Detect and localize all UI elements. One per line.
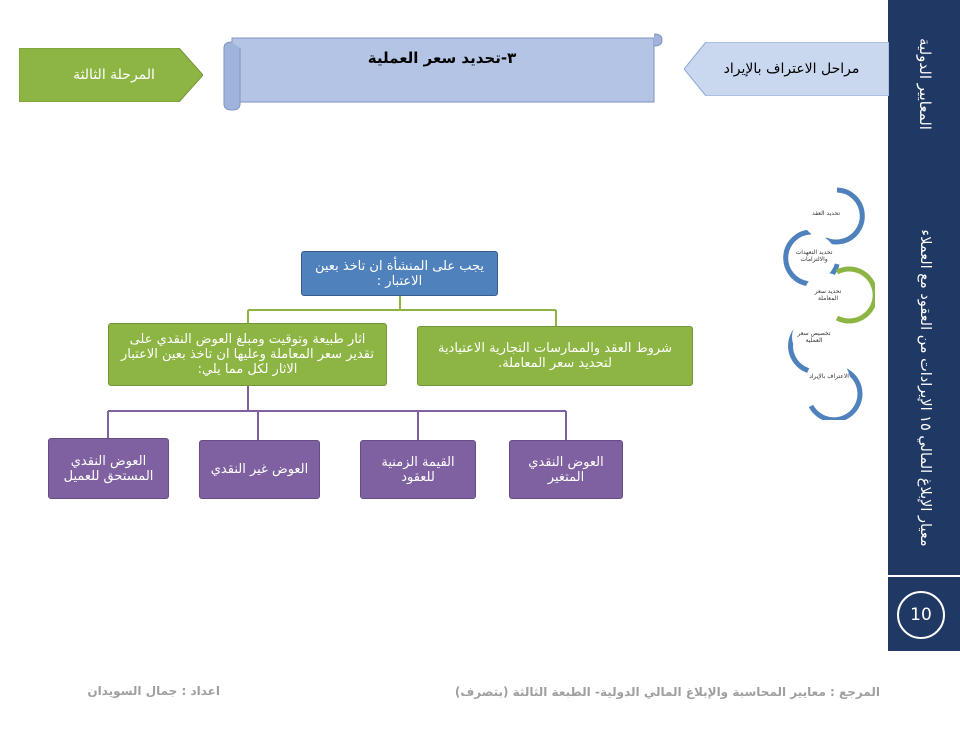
- section-label: مراحل الاعتراف بالإيراد: [723, 61, 860, 77]
- footer-reference: المرجع : معايير المحاسبة والإبلاغ المالي…: [454, 685, 880, 699]
- recognition-cycle: [783, 187, 875, 420]
- step-title: ٣-تحديد سعر العملية: [367, 49, 517, 67]
- sidebar-panel: [888, 0, 960, 575]
- variable-consideration-node: العوض النقدي المتغير: [509, 440, 623, 499]
- footer-prepared-by: اعداد : جمال السويدان: [87, 684, 220, 698]
- section-tag: مراحل الاعتراف بالإيراد: [684, 42, 889, 96]
- time-value-node: القيمة الزمنية للعقود: [360, 440, 476, 499]
- root-node: يجب على المنشأة ان تاخذ بعين الاعتبار :: [301, 251, 498, 296]
- contract-terms-node: شروط العقد والممارسات التجارية الاعتيادي…: [417, 326, 693, 386]
- non-cash-consideration-node: العوض غير النقدي: [199, 440, 320, 499]
- cycle-step-2: تحديد التعهدات والالتزامات: [795, 249, 833, 263]
- cycle-step-5: الاعتراف بالإيراد: [809, 373, 849, 380]
- hierarchy-connectors: [107, 296, 567, 440]
- cycle-step-3: تحديد سعر المعاملة: [814, 288, 842, 302]
- consideration-effects-node: اثار طبيعة وتوقيت ومبلغ العوض النقدي على…: [108, 323, 387, 386]
- stage-tag: المرحلة الثالثة: [19, 48, 203, 102]
- page-number: 10: [897, 591, 945, 639]
- cycle-step-1: تحديد العقد: [812, 210, 840, 217]
- stage-label: المرحلة الثالثة: [73, 67, 155, 83]
- cycle-step-4: تخصيص سعر العملية: [797, 330, 831, 344]
- consideration-payable-node: العوض النقدي المستحق للعميل: [48, 438, 169, 499]
- step-title-banner: ٣-تحديد سعر العملية: [222, 28, 664, 112]
